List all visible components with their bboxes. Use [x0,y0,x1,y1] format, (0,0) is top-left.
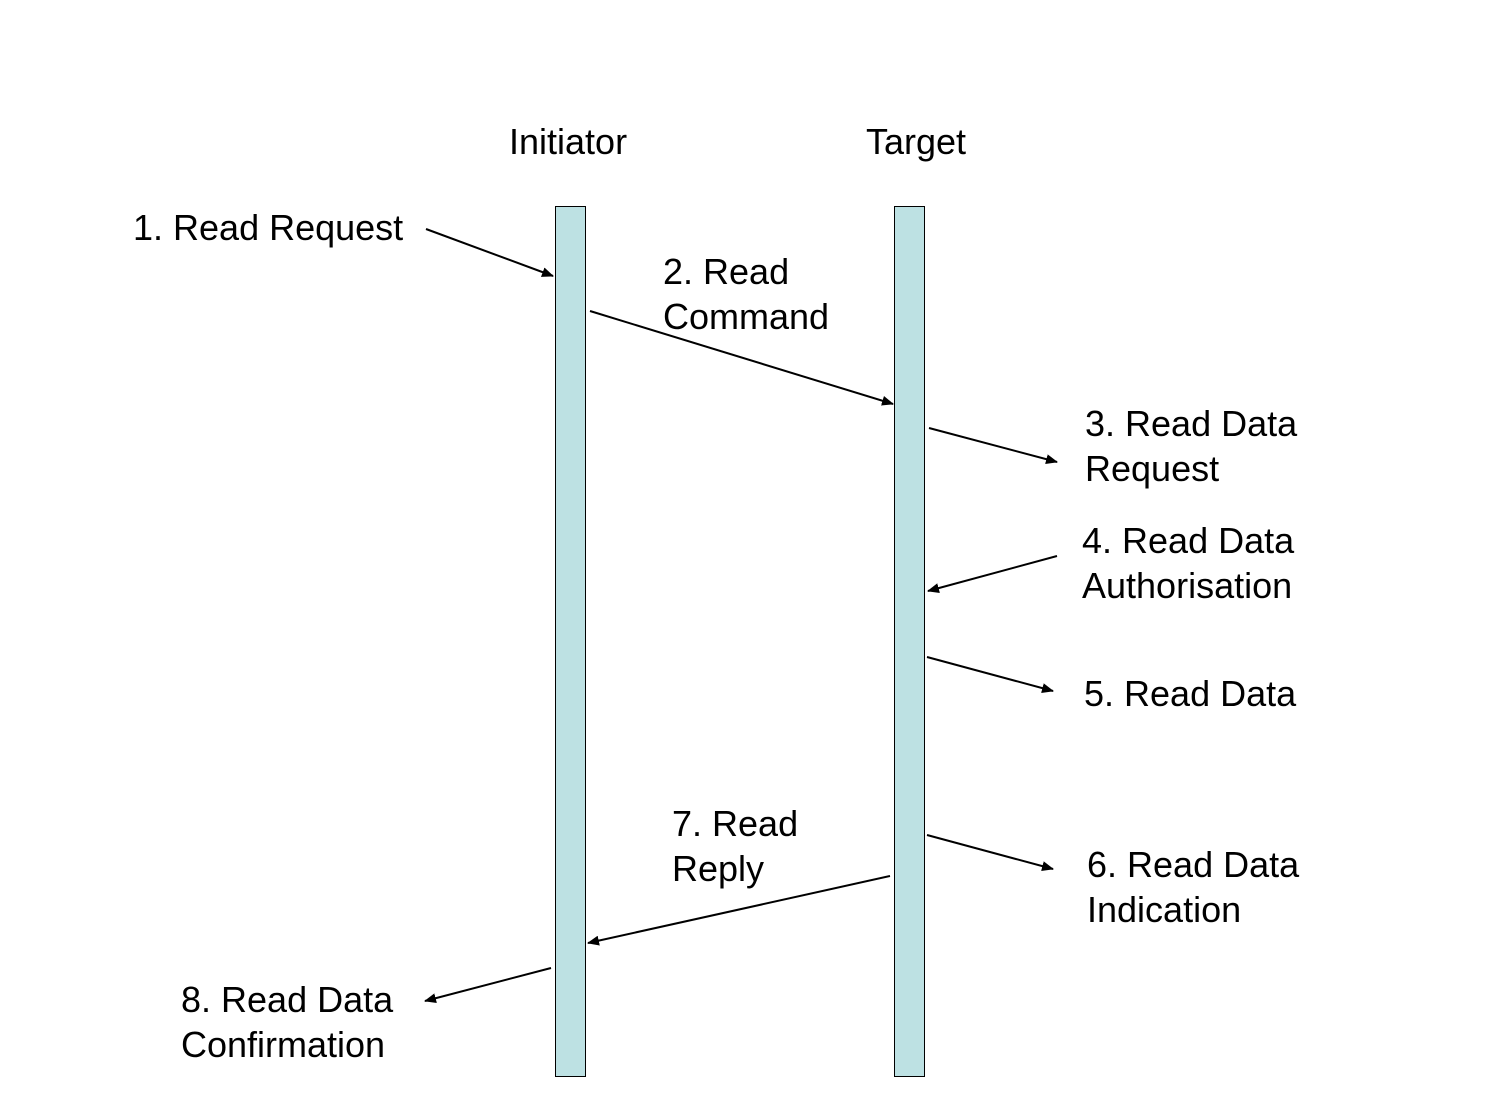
arrow-5-read-data [926,656,1054,693]
arrow-3-read-data-request [928,427,1058,465]
arrow-4-read-data-authorisation [927,555,1058,593]
message-label-8-line-1: 8. Read Data [181,979,394,1020]
arrow-1-read-request [425,228,554,277]
message-label-5: 5. Read Data [1084,671,1296,716]
lifeline-initiator [555,206,586,1077]
message-label-4-line-1: 4. Read Data [1082,520,1295,561]
message-label-7: 7. Read Reply [672,801,798,891]
arrow-8-read-data-confirmation [424,967,552,1004]
message-label-6-line-2: Indication [1087,889,1242,930]
message-label-3-line-1: 3. Read Data [1085,403,1298,444]
arrow-2-read-command [589,310,894,406]
message-label-4: 4. Read Data Authorisation [1082,518,1294,608]
lifeline-target [894,206,925,1077]
message-label-1: 1. Read Request [133,205,403,250]
message-label-2-line-1: 2. Read [663,251,790,292]
message-label-3: 3. Read Data Request [1085,401,1297,491]
message-label-2-line-2: Command [663,296,830,337]
message-label-8: 8. Read Data Confirmation [181,977,393,1067]
message-label-5-line-1: 5. Read Data [1084,673,1297,714]
participant-label-target: Target [866,121,967,162]
message-label-7-line-2: Reply [672,848,765,889]
arrow-6-read-data-indication [926,834,1054,871]
message-label-1-line-1: 1. Read Request [133,207,404,248]
message-label-6-line-1: 6. Read Data [1087,844,1300,885]
arrow-7-read-reply [587,875,891,946]
message-label-3-line-2: Request [1085,448,1220,489]
message-label-6: 6. Read Data Indication [1087,842,1299,932]
participant-label-initiator: Initiator [509,121,628,162]
message-label-4-line-2: Authorisation [1082,565,1293,606]
message-label-8-line-2: Confirmation [181,1024,386,1065]
message-label-2: 2. Read Command [663,249,829,339]
message-label-7-line-1: 7. Read [672,803,799,844]
